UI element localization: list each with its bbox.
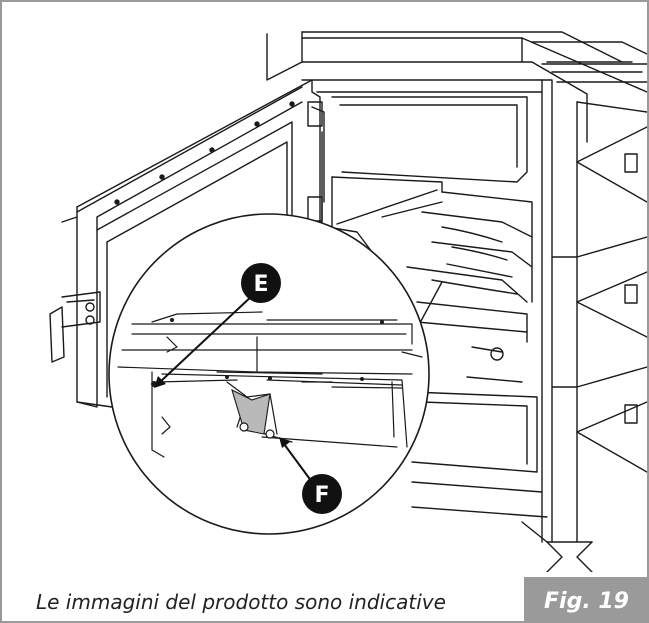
lower-panels (411, 391, 548, 518)
callout-f: F (279, 437, 342, 514)
magnified-detail (108, 213, 430, 535)
door-handle (49, 291, 101, 363)
figure-number-badge: Fig. 19 (524, 577, 647, 621)
figure-number-label: Fig. 19 (544, 588, 629, 614)
upper-panel (331, 96, 528, 183)
callout-e: E (154, 263, 281, 388)
arrow-pointer-icon (154, 376, 166, 388)
callout-f-letter: F (314, 483, 329, 508)
stove-body (266, 31, 647, 572)
arrow-pointer-icon (279, 437, 290, 448)
top-plate (301, 37, 647, 93)
image-disclaimer-caption: Le immagini del prodotto sono indicative (36, 590, 446, 614)
stove-technical-drawing: E F (49, 31, 647, 572)
callout-e-letter: E (253, 272, 268, 297)
